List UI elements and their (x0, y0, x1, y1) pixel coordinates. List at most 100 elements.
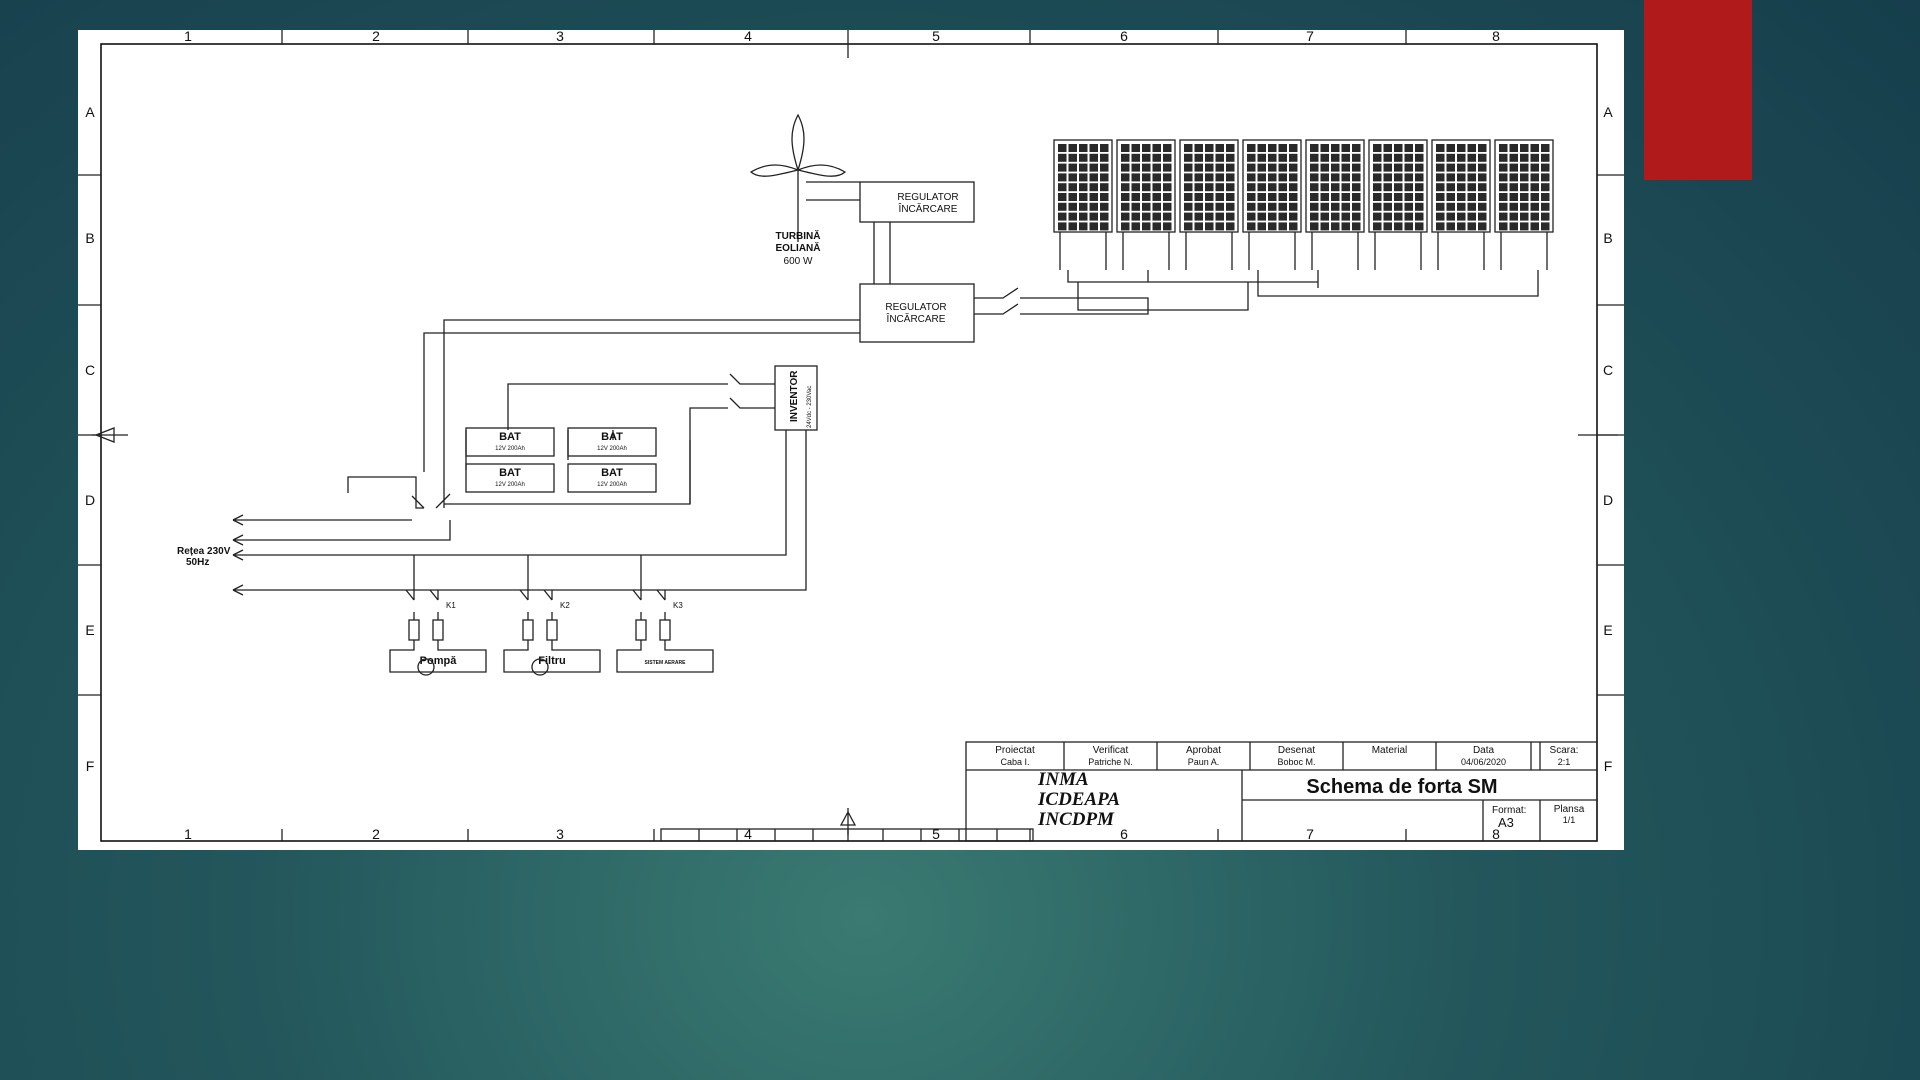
solar-cell (1352, 173, 1361, 182)
battery-spec: 12V 200Ah (597, 446, 627, 452)
solar-cell (1058, 193, 1067, 201)
solar-cell (1289, 183, 1298, 192)
solar-cell (1499, 193, 1508, 201)
solar-cell (1152, 153, 1161, 162)
solar-cell (1089, 193, 1098, 201)
solar-cell (1089, 163, 1098, 172)
solar-cell (1415, 212, 1424, 221)
solar-cell (1499, 222, 1508, 231)
solar-cell (1478, 183, 1487, 192)
solar-cell (1352, 212, 1361, 221)
load-label: Filtru (538, 655, 566, 667)
solar-cell (1310, 144, 1319, 152)
solar-cell (1289, 163, 1298, 172)
fuse (432, 619, 444, 641)
solar-cell (1467, 153, 1476, 162)
solar-cell (1394, 202, 1403, 211)
solar-cell (1278, 183, 1287, 192)
title-header: Aprobat (1186, 745, 1221, 756)
solar-cell (1226, 183, 1235, 192)
solar-cell (1509, 153, 1518, 162)
solar-cell (1268, 183, 1277, 192)
solar-cell (1320, 202, 1329, 211)
solar-cell (1247, 163, 1256, 172)
solar-panel (1494, 139, 1554, 233)
turbine-label-2: EOLIANĂ (776, 241, 821, 254)
solar-cell (1331, 163, 1340, 172)
solar-cell (1509, 222, 1518, 231)
solar-cell (1268, 144, 1277, 152)
solar-cell (1121, 163, 1130, 172)
inverter-label: INVENTOR (789, 370, 800, 422)
panel-lead (1122, 232, 1170, 270)
solar-cell (1310, 222, 1319, 231)
solar-cell (1215, 163, 1224, 172)
solar-cell (1541, 153, 1550, 162)
title-value: Patriche N. (1088, 757, 1133, 767)
solar-cell (1352, 222, 1361, 231)
solar-cell (1415, 183, 1424, 192)
solar-cell (1184, 163, 1193, 172)
solar-cell (1352, 163, 1361, 172)
solar-panel (1053, 139, 1113, 233)
solar-cell (1541, 144, 1550, 152)
title-header: Material (1372, 745, 1408, 756)
inverter-spec: 24Vdc - 230Vac (807, 386, 813, 428)
column-label-top: 2 (372, 30, 380, 44)
load-label: SISTEM AERARE (645, 660, 687, 666)
title-value: Paun A. (1188, 757, 1220, 767)
solar-cell (1415, 202, 1424, 211)
solar-cell (1436, 222, 1445, 231)
solar-cell (1215, 183, 1224, 192)
solar-cell (1205, 212, 1214, 221)
solar-cell (1520, 163, 1529, 172)
solar-cell (1352, 153, 1361, 162)
solar-cell (1184, 144, 1193, 152)
column-label-bottom: 1 (184, 826, 192, 842)
solar-cell (1310, 163, 1319, 172)
solar-cell (1457, 222, 1466, 231)
solar-cell (1131, 212, 1140, 221)
battery-spec: 12V 200Ah (597, 482, 627, 488)
solar-cell (1446, 193, 1455, 201)
solar-cell (1121, 144, 1130, 152)
solar-cell (1530, 212, 1539, 221)
solar-cell (1194, 173, 1203, 182)
solar-cell (1089, 222, 1098, 231)
solar-cell (1226, 202, 1235, 211)
solar-cell (1394, 212, 1403, 221)
solar-cell (1415, 144, 1424, 152)
solar-cell (1331, 173, 1340, 182)
inverter-box (774, 365, 818, 431)
solar-cell (1289, 153, 1298, 162)
solar-cell (1320, 193, 1329, 201)
solar-cell (1215, 202, 1224, 211)
solar-cell (1499, 183, 1508, 192)
solar-cell (1373, 212, 1382, 221)
solar-cell (1257, 202, 1266, 211)
solar-cell (1247, 144, 1256, 152)
panel-lead (1437, 232, 1485, 270)
solar-cell (1226, 193, 1235, 201)
row-label-left: A (85, 104, 95, 120)
solar-cell (1068, 193, 1077, 201)
solar-cell (1247, 183, 1256, 192)
solar-cell (1383, 212, 1392, 221)
solar-cell (1131, 202, 1140, 211)
regulator-main-box (859, 283, 975, 343)
solar-cell (1079, 193, 1088, 201)
solar-cell (1383, 163, 1392, 172)
slide-accent-bar (1644, 0, 1752, 180)
solar-cell (1446, 144, 1455, 152)
solar-cell (1068, 212, 1077, 221)
solar-cell (1541, 163, 1550, 172)
solar-cell (1184, 173, 1193, 182)
solar-panel (1116, 139, 1176, 233)
column-label-top: 7 (1306, 30, 1314, 44)
solar-cell (1310, 202, 1319, 211)
solar-cell (1247, 222, 1256, 231)
solar-cell (1079, 144, 1088, 152)
solar-cell (1404, 193, 1413, 201)
